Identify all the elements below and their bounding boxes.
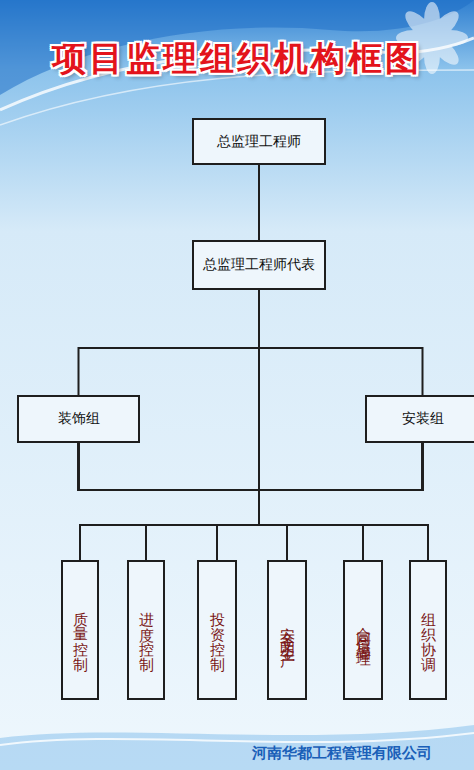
node-text: 质量控制 — [73, 600, 88, 660]
task-box: 安全文明生产 — [267, 560, 307, 700]
node-text: 进度控制 — [139, 600, 154, 660]
connector-line — [259, 443, 423, 560]
connector-line — [80, 443, 423, 560]
node-text: 安全文明生产 — [280, 615, 295, 645]
connector-line — [79, 443, 364, 560]
task-box: 组织协调 — [409, 560, 447, 700]
node-text: 合同信息管理 — [356, 615, 371, 645]
connector-line — [79, 443, 260, 560]
task-box: 合同信息管理 — [343, 560, 383, 700]
connector-line — [217, 443, 423, 560]
connector-line — [79, 290, 260, 395]
connector-line — [79, 443, 260, 560]
bottom-swirl — [0, 733, 474, 745]
node-text: 投资控制 — [210, 600, 225, 660]
node-text: 总监理工程师 — [217, 133, 301, 151]
role-box: 总监理工程师 — [192, 118, 326, 165]
top-swirl — [0, 70, 474, 125]
company-name: 河南华都工程管理有限公司 — [252, 744, 432, 763]
top-wave — [0, 0, 474, 95]
group-box: 安装组 — [365, 395, 474, 443]
trunk-line — [258, 348, 260, 490]
node-text: 总监理工程师代表 — [203, 256, 315, 274]
role-box: 总监理工程师代表 — [192, 240, 326, 290]
task-box: 投资控制 — [197, 560, 237, 700]
connector-line — [259, 290, 423, 395]
node-text: 装饰组 — [58, 410, 100, 428]
connector-line — [79, 443, 288, 560]
connector-line — [79, 443, 260, 560]
connector-line — [79, 443, 429, 560]
connector-line — [259, 443, 428, 560]
task-box: 进度控制 — [127, 560, 165, 700]
connector-line — [258, 165, 260, 240]
connector-line — [259, 443, 423, 560]
task-box: 质量控制 — [61, 560, 99, 700]
node-text: 安装组 — [402, 410, 444, 428]
diagram-title: 项目监理组织机构框图 — [0, 36, 474, 82]
connector-line — [146, 443, 423, 560]
bottom-wave — [0, 725, 474, 770]
group-box: 装饰组 — [17, 395, 140, 443]
node-text: 组织协调 — [421, 600, 436, 660]
